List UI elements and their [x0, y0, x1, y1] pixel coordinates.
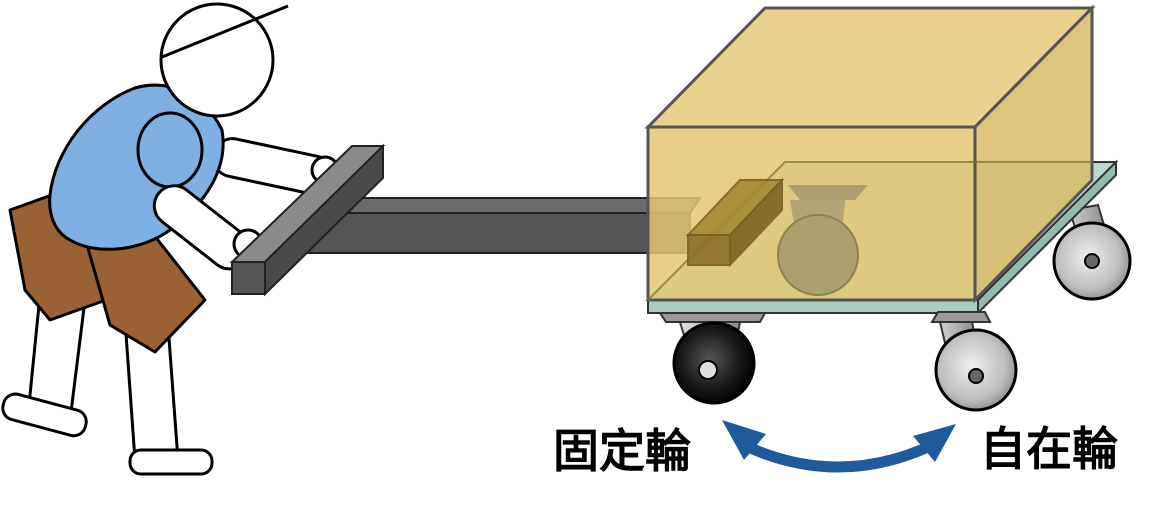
front-swivel-caster [930, 311, 1018, 412]
platform-side [977, 159, 1117, 316]
handle-crossbar-front [231, 261, 266, 295]
handle [229, 143, 702, 297]
swivel-wheel-label: 自在輪 [980, 422, 1118, 476]
person-pushing [1, 2, 340, 476]
platform-front [647, 299, 979, 314]
head-line [161, 4, 289, 59]
cargo-box [644, 4, 1096, 304]
handle-shaft [304, 212, 691, 254]
fixed-caster [658, 312, 767, 405]
double-arrow-icon [722, 420, 956, 473]
rear-swivel-caster [1052, 203, 1132, 301]
sleeve [136, 111, 204, 189]
handle-crossbar-side [264, 143, 384, 297]
back-foot [1, 392, 88, 438]
front-foot [128, 448, 214, 476]
head [159, 2, 275, 118]
fixed-wheel-label: 固定輪 [553, 424, 691, 478]
handle-shaft-top [302, 197, 702, 214]
